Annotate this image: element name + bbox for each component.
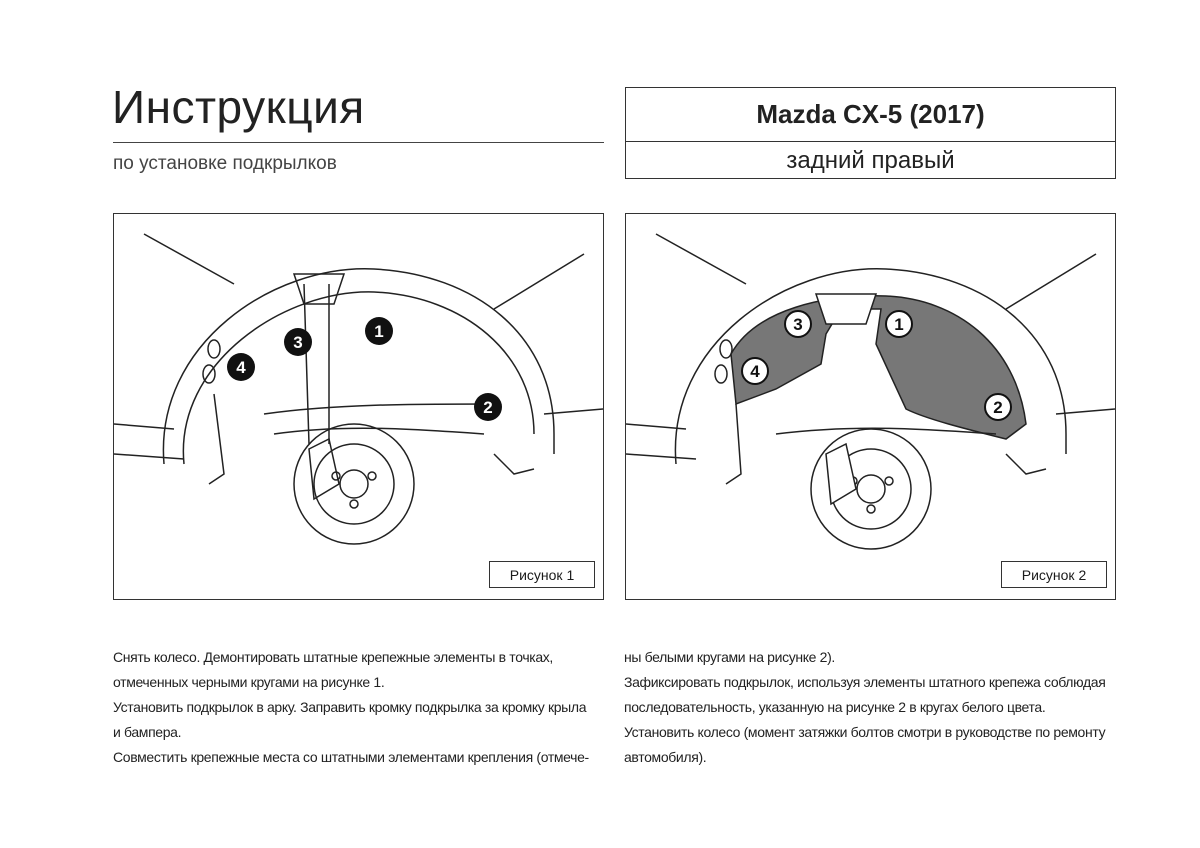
car-model: Mazda CX-5 (2017): [626, 88, 1115, 142]
svg-text:1: 1: [374, 322, 383, 341]
instruction-line: отмеченных черными кругами на рисунке 1.: [113, 674, 385, 690]
svg-text:1: 1: [894, 315, 903, 334]
model-info-box: Mazda CX-5 (2017) задний правый: [625, 87, 1116, 179]
instructions-column-1: Снять колесо. Демонтировать штатные креп…: [113, 645, 613, 770]
svg-text:3: 3: [793, 315, 802, 334]
instruction-line: автомобиля).: [624, 749, 707, 765]
marker-4: 4: [741, 357, 769, 385]
marker-1: 1: [885, 310, 913, 338]
marker-2: 2: [474, 393, 502, 421]
marker-4: 4: [227, 353, 255, 381]
wheel-arch-illustration-1: 1 2 3 4: [114, 233, 603, 545]
marker-3: 3: [284, 328, 312, 356]
svg-text:2: 2: [993, 398, 1002, 417]
svg-text:2: 2: [483, 398, 492, 417]
svg-text:3: 3: [293, 333, 302, 352]
wheel-arch-illustration-2: 1 2 3 4: [626, 233, 1115, 550]
instruction-line: и бампера.: [113, 724, 182, 740]
marker-3: 3: [784, 310, 812, 338]
instruction-line: Совместить крепежные места со штатными э…: [113, 749, 589, 765]
instruction-line: последовательность, указанную на рисунке…: [624, 699, 1046, 715]
figure-1-caption: Рисунок 1: [489, 561, 595, 588]
figure-2: 1 2 3 4 Рисунок 2: [625, 213, 1116, 600]
figure-1: 1 2 3 4 Рисунок 1: [113, 213, 604, 600]
svg-text:4: 4: [750, 362, 760, 381]
page-subtitle: по установке подкрылков: [113, 153, 337, 174]
svg-text:4: 4: [236, 358, 246, 377]
instructions-column-2: ны белыми кругами на рисунке 2). Зафикси…: [624, 645, 1144, 770]
instruction-line: ны белыми кругами на рисунке 2).: [624, 649, 835, 665]
fender-position: задний правый: [786, 147, 955, 174]
figure-2-caption: Рисунок 2: [1001, 561, 1107, 588]
instruction-line: Установить колесо (момент затяжки болтов…: [624, 724, 1106, 740]
instruction-line: Снять колесо. Демонтировать штатные креп…: [113, 649, 553, 665]
title-divider: [113, 142, 604, 143]
instruction-line: Установить подкрылок в арку. Заправить к…: [113, 699, 587, 715]
page-title: Инструкция: [112, 81, 365, 133]
marker-1: 1: [365, 317, 393, 345]
marker-2: 2: [984, 393, 1012, 421]
instruction-line: Зафиксировать подкрылок, используя элеме…: [624, 674, 1106, 690]
